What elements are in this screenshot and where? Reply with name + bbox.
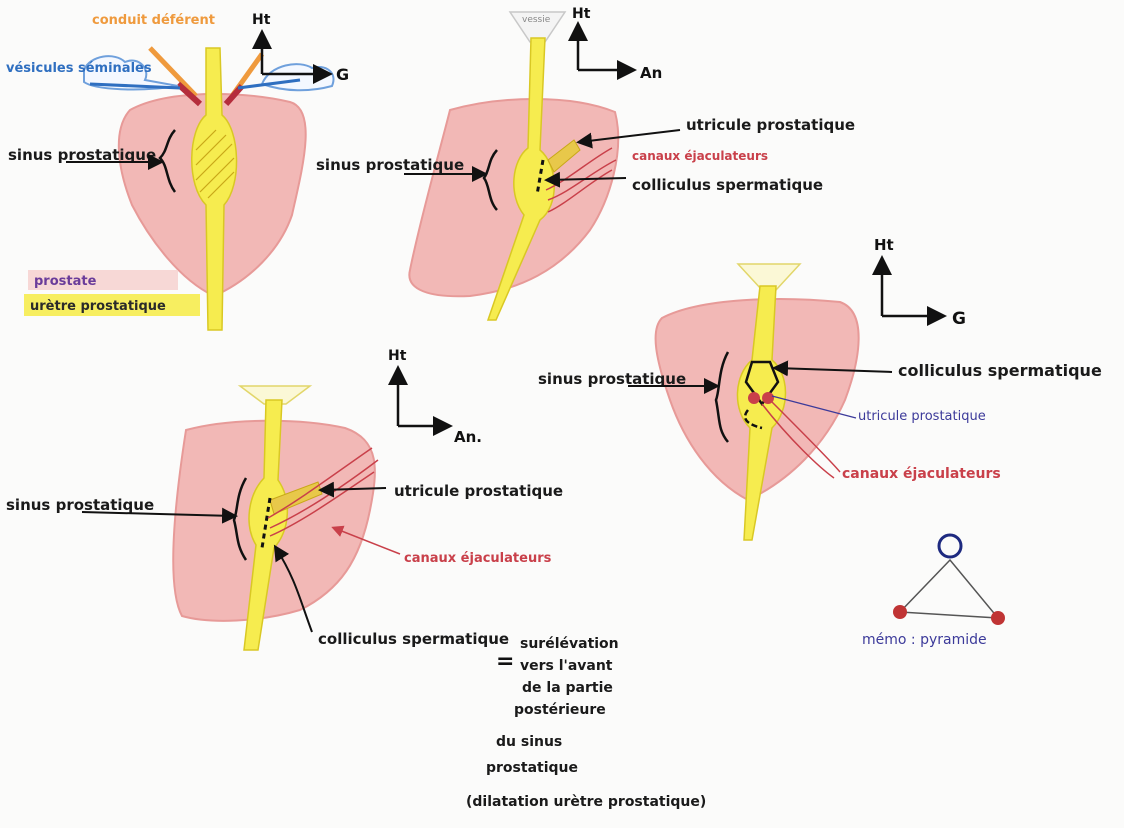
canaux-label-2: canaux éjaculateurs [632, 149, 768, 163]
diagram-1: conduit déférent vésicules séminales sin… [6, 12, 349, 331]
memo-pyramid: mémo : pyramide [862, 533, 1005, 648]
canaux-label-4: canaux éjaculateurs [404, 551, 552, 566]
utricule [547, 139, 581, 173]
definition-line-5: du sinus [496, 734, 562, 750]
definition-line-6: prostatique [486, 760, 578, 776]
legend-prostate-label: prostate [34, 274, 97, 289]
axis-up-label-1: Ht [252, 12, 271, 28]
vesicules-seminales-label: vésicules séminales [6, 61, 152, 76]
diagram-3: sinus prostatique colliculus spermatique… [538, 236, 1102, 541]
utricule-label-3: utricule prostatique [858, 409, 986, 424]
definition-line-2: vers l'avant [520, 658, 613, 674]
vesicule-seminale-left [83, 55, 179, 91]
sinus-label-1: sinus prostatique [8, 146, 156, 164]
axis-right-label-1: G [336, 65, 349, 84]
axis-right-label-3: G [952, 309, 966, 329]
utricule-label-2: utricule prostatique [686, 116, 855, 134]
legend-uretre-label: urètre prostatique [30, 299, 166, 314]
diagram-4: sinus prostatique utricule prostatique c… [6, 348, 706, 810]
definition-line-3: de la partie [522, 680, 613, 696]
axis-right-label-2: An [640, 64, 662, 82]
sinus-label-3: sinus prostatique [538, 370, 686, 388]
axis-up-label-2: Ht [572, 6, 591, 22]
axis-icon-3: Ht G [872, 236, 966, 329]
colliculus-label-2: colliculus spermatique [632, 176, 823, 194]
axis-icon-1: Ht G [252, 12, 349, 84]
equals-sign: = [496, 649, 514, 674]
colliculus-label-4: colliculus spermatique [318, 630, 509, 648]
definition-line-7: (dilatation urètre prostatique) [466, 794, 706, 810]
axis-up-label-3: Ht [874, 236, 894, 254]
utricule-label-4: utricule prostatique [394, 482, 563, 500]
sinus-label-4: sinus prostatique [6, 496, 154, 514]
axis-right-label-4: An. [454, 428, 482, 446]
conduit-deferent-left [148, 46, 198, 98]
legend-uretre-swatch [24, 294, 200, 316]
diagram-2: vessie sinus prostatique utricule prosta… [316, 6, 855, 321]
canaux-label-3: canaux éjaculateurs [842, 466, 1001, 482]
colliculus-definition: surélévation vers l'avant de la partie p… [466, 636, 706, 810]
definition-line-1: surélévation [520, 636, 619, 652]
pyramid-apex [937, 533, 963, 559]
definition-line-4: postérieure [514, 702, 606, 718]
colliculus-label-3: colliculus spermatique [898, 361, 1102, 380]
urethra [191, 47, 238, 331]
vesicule-seminale-right [260, 63, 335, 92]
legend-prostate-swatch [28, 270, 178, 290]
sinus-label-2: sinus prostatique [316, 156, 464, 174]
memo-label: mémo : pyramide [862, 632, 987, 648]
conduit-deferent-label: conduit déférent [92, 13, 215, 28]
axis-up-label-4: Ht [388, 348, 407, 364]
axis-icon-2: Ht An [568, 6, 662, 82]
axis-icon-4: Ht An. [388, 348, 482, 446]
vessie-label: vessie [522, 15, 551, 25]
